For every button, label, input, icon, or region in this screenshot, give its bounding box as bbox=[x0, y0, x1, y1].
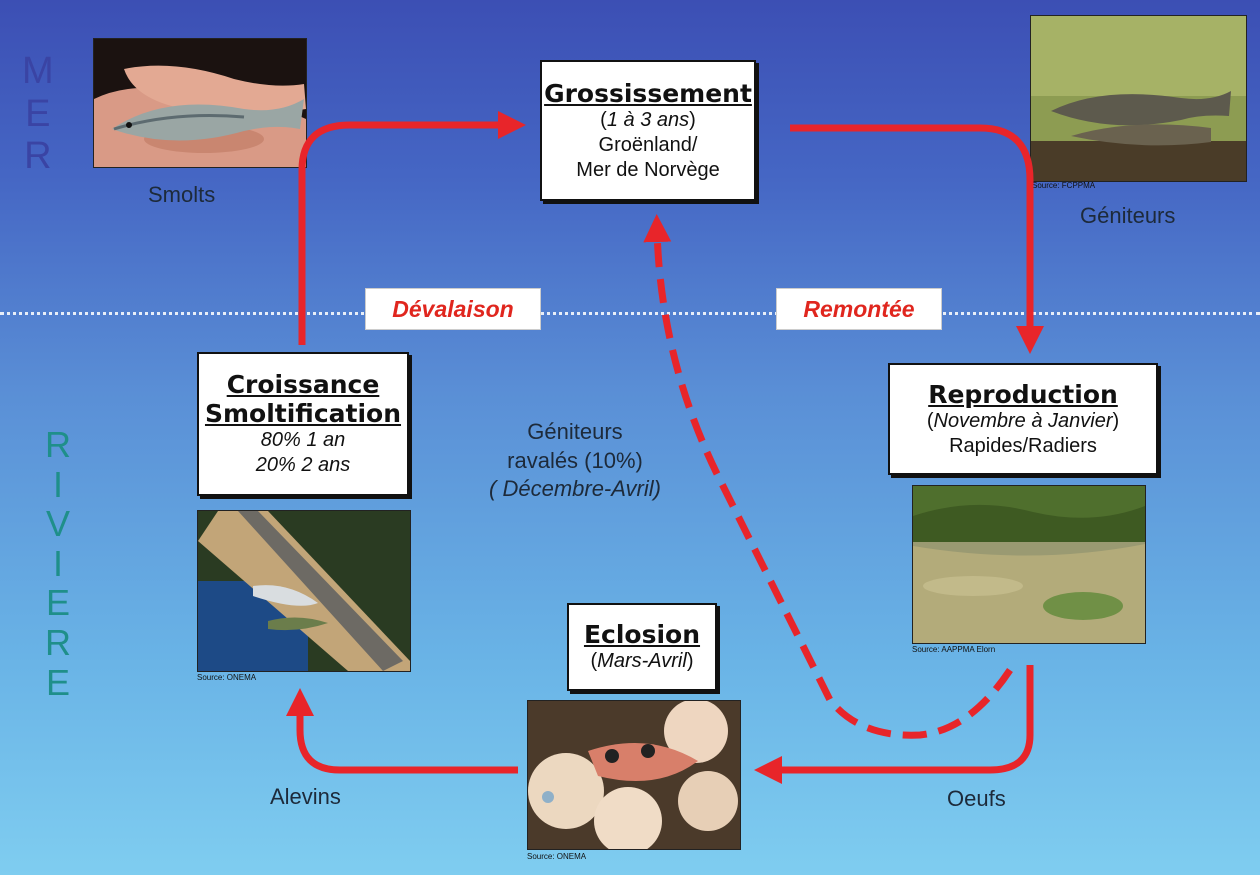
migration-label-remontee: Remontée bbox=[776, 288, 942, 330]
label-geniteurs: Géniteurs bbox=[1080, 203, 1176, 228]
zone-letter: R bbox=[24, 135, 52, 178]
stage-title: Reproduction bbox=[928, 379, 1118, 409]
label-alevins: Alevins bbox=[270, 784, 341, 809]
eclosion-eggs-photo bbox=[527, 700, 741, 850]
photo-source-credit: Source: AAPPMA Elorn bbox=[912, 645, 996, 654]
arrow-remontee bbox=[790, 124, 1044, 354]
arrow-eclosion-to-croissance bbox=[286, 688, 518, 774]
zone-letter: V bbox=[45, 503, 70, 545]
smolt-photo bbox=[93, 38, 307, 168]
stage-box-eclosion: Eclosion (Mars-Avril) bbox=[567, 603, 717, 691]
zone-letter: I bbox=[52, 463, 63, 505]
photo-source-credit: Source: ONEMA bbox=[197, 673, 257, 682]
ravales-period: ( Décembre-Avril) bbox=[489, 476, 661, 502]
stage-detail-line-1: 80% 1 an bbox=[260, 429, 346, 451]
zone-letter: M bbox=[22, 50, 54, 92]
arrow-reproduction-to-eclosion bbox=[754, 665, 1034, 784]
stage-title: Grossissement bbox=[544, 78, 752, 108]
stage-title: Smoltification bbox=[204, 399, 402, 428]
stage-period-value: Novembre à Janvier bbox=[933, 409, 1113, 432]
stage-period: (Novembre à Janvier) bbox=[926, 409, 1120, 432]
reproduction-river-photo bbox=[912, 485, 1146, 644]
ravales-line-1: Géniteurs bbox=[527, 419, 623, 444]
zone-label-mer: M E R bbox=[22, 50, 54, 178]
stage-place: Rapides/Radiers bbox=[949, 434, 1097, 457]
zone-letter: E bbox=[25, 92, 51, 135]
arrow-devalaison bbox=[298, 111, 526, 345]
label-geniteurs-ravales: Géniteurs ravalés (10%) ( Décembre-Avril… bbox=[470, 418, 680, 504]
stage-period-value: Mars-Avril bbox=[597, 650, 687, 672]
zone-letter: E bbox=[45, 661, 70, 703]
zone-letter: I bbox=[52, 542, 63, 584]
stage-detail-line-2: 20% 2 ans bbox=[255, 454, 351, 476]
ravales-line-2: ravalés (10%) bbox=[507, 447, 643, 473]
zone-letter: R bbox=[45, 621, 71, 663]
stage-duration-value: 1 à 3 ans bbox=[606, 108, 690, 131]
croissance-measuring-photo bbox=[197, 510, 411, 672]
label-smolts: Smolts bbox=[148, 182, 216, 207]
stage-location-line-1: Groënland/ bbox=[598, 133, 698, 156]
stage-location-line-2: Mer de Norvège bbox=[576, 158, 720, 181]
sea-river-boundary-line bbox=[0, 312, 1260, 315]
stage-duration: (1 à 3 ans) bbox=[600, 108, 696, 131]
zone-label-riviere: R I V I E R E bbox=[45, 425, 71, 702]
stage-title: Eclosion bbox=[583, 620, 701, 649]
stage-box-croissance: Croissance Smoltification 80% 1 an 20% 2… bbox=[197, 352, 409, 496]
zone-letter: E bbox=[45, 582, 70, 624]
label-oeufs: Oeufs bbox=[947, 786, 1006, 811]
zone-letter: R bbox=[45, 424, 71, 465]
stage-box-grossissement: Grossissement (1 à 3 ans) Groënland/ Mer… bbox=[540, 60, 756, 201]
photo-source-credit: Source: ONEMA bbox=[527, 852, 587, 861]
migration-label-devalaison: Dévalaison bbox=[365, 288, 541, 330]
stage-period: (Mars-Avril) bbox=[590, 650, 694, 672]
geniteurs-photo bbox=[1030, 15, 1247, 182]
arrow-geniteurs-ravales bbox=[643, 214, 1013, 739]
stage-title: Croissance bbox=[226, 370, 380, 399]
stage-box-reproduction: Reproduction (Novembre à Janvier) Rapide… bbox=[888, 363, 1158, 475]
photo-source-credit: Source: FCPPMA bbox=[1032, 181, 1096, 190]
